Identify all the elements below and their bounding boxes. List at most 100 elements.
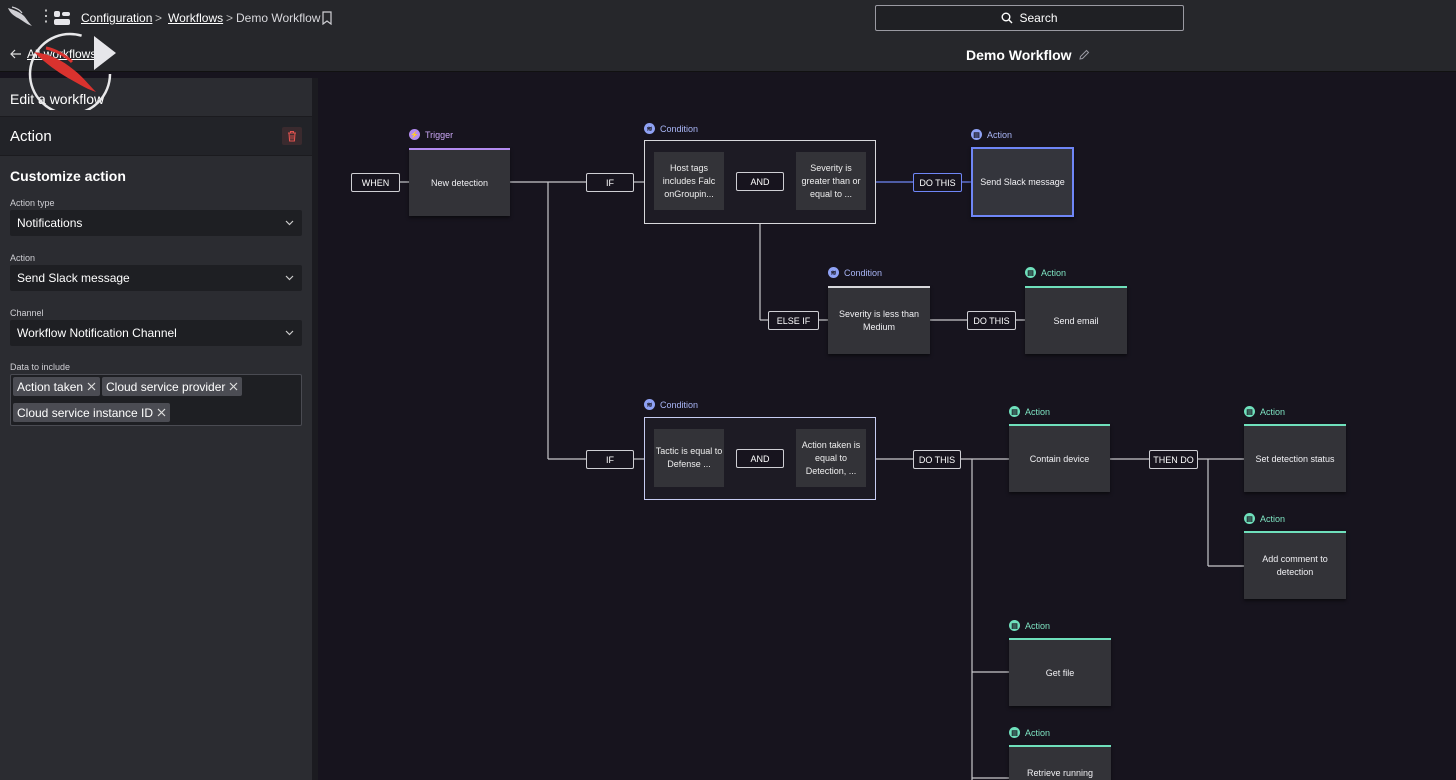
breadcrumb-separator: > — [226, 11, 234, 25]
panel-heading: Edit a workflow — [10, 91, 105, 107]
trigger-node-new-detection[interactable]: New detection — [409, 148, 510, 216]
condition-clause: Host tags includes Falc onGroupin... — [654, 152, 724, 210]
do-this-pill: DO THIS — [913, 450, 961, 469]
chat-icon: ▤ — [1025, 267, 1036, 278]
trigger-label: ⚡ Trigger — [409, 129, 453, 140]
condition-label: ≋ Condition — [644, 399, 698, 410]
search-icon — [1001, 12, 1013, 24]
channel-label: Channel — [10, 308, 44, 318]
action-label: ▤ Action — [1025, 267, 1066, 278]
action-head-text: Action — [1025, 406, 1051, 417]
action-head-text: Action — [1025, 620, 1051, 631]
action-label: ▤ Action — [1244, 406, 1285, 417]
top-bar: ⋮ Configuration > Workflows > Demo Workf… — [0, 0, 1456, 72]
chat-icon: ▤ — [971, 129, 982, 140]
condition-head-text: Condition — [844, 267, 883, 278]
back-label: All workflows — [27, 47, 97, 61]
chip-label: Cloud service instance ID — [17, 405, 154, 420]
workflow-canvas[interactable]: WHEN ⚡ Trigger New detection IF ≋ Condit… — [318, 78, 1456, 780]
action-label: ▤ Action — [1009, 406, 1050, 417]
action-section-header: Action — [0, 116, 312, 156]
condition-head-text: Condition — [660, 399, 699, 410]
chat-icon: ▤ — [1009, 620, 1020, 631]
condition-clause: Tactic is equal to Defense ... — [654, 429, 724, 487]
else-if-pill: ELSE IF — [768, 311, 819, 330]
bookmark-icon[interactable] — [321, 11, 333, 25]
more-menu-icon[interactable]: ⋮ — [38, 8, 54, 25]
section-title: Action — [10, 128, 52, 145]
workflow-title: Demo Workflow — [966, 47, 1090, 63]
condition-head-text: Condition — [660, 123, 699, 134]
customize-action-heading: Customize action — [10, 168, 126, 184]
chip-cloud-service-instance-id: Cloud service instance ID — [13, 403, 171, 422]
chevron-down-icon — [285, 275, 294, 281]
data-to-include-input[interactable]: Action taken Cloud service provider Clou… — [10, 374, 302, 426]
then-do-pill: THEN DO — [1149, 450, 1198, 469]
remove-chip-icon[interactable] — [228, 381, 239, 392]
condition-icon: ≋ — [644, 399, 655, 410]
chip-action-taken: Action taken — [13, 377, 101, 396]
connector-lines — [400, 181, 1244, 780]
breadcrumb-configuration[interactable]: Configuration — [81, 11, 153, 25]
action-node-get-file[interactable]: Get file — [1009, 638, 1111, 706]
action-head-text: Action — [987, 129, 1013, 140]
action-node-send-slack-message[interactable]: Send Slack message — [971, 147, 1074, 217]
action-head-text: Action — [1041, 267, 1067, 278]
panel-resize-handle[interactable] — [312, 78, 318, 780]
action-label: Action — [10, 253, 36, 263]
back-to-workflows-link[interactable]: All workflows — [10, 47, 96, 61]
condition-clause: Action taken is equal to Detection, ... — [796, 429, 866, 487]
delete-action-button[interactable] — [282, 127, 302, 145]
action-label: ▤ Action — [971, 129, 1012, 140]
action-type-label: Action type — [10, 198, 55, 208]
and-pill: AND — [736, 449, 784, 468]
edit-pencil-icon[interactable] — [1078, 49, 1090, 61]
action-label: ▤ Action — [1009, 620, 1050, 631]
chat-icon: ▤ — [1244, 513, 1255, 524]
condition-icon: ≋ — [828, 267, 839, 278]
data-to-include-label: Data to include — [10, 362, 71, 372]
condition-node-1[interactable]: Host tags includes Falc onGroupin... AND… — [644, 140, 876, 224]
action-type-select[interactable]: Notifications — [10, 210, 302, 236]
remove-chip-icon[interactable] — [86, 381, 97, 392]
falcon-logo-icon[interactable] — [6, 4, 34, 28]
action-node-add-comment-to-detection[interactable]: Add comment to detection — [1244, 531, 1346, 599]
action-label: ▤ Action — [1009, 727, 1050, 738]
chip-cloud-service-provider: Cloud service provider — [102, 377, 243, 396]
workflow-title-text: Demo Workflow — [966, 47, 1072, 63]
action-node-set-detection-status[interactable]: Set detection status — [1244, 424, 1346, 492]
channel-value: Workflow Notification Channel — [17, 326, 177, 340]
if-pill: IF — [586, 450, 634, 469]
action-type-value: Notifications — [17, 216, 83, 230]
action-select[interactable]: Send Slack message — [10, 265, 302, 291]
trash-icon — [288, 130, 296, 142]
condition-icon: ≋ — [644, 123, 655, 134]
and-pill: AND — [736, 172, 784, 191]
arrow-left-icon — [10, 49, 21, 59]
chevron-down-icon — [285, 220, 294, 226]
channel-select[interactable]: Workflow Notification Channel — [10, 320, 302, 346]
search-button[interactable]: Search — [875, 5, 1184, 31]
breadcrumb-current: Demo Workflow — [236, 11, 321, 25]
action-head-text: Action — [1260, 513, 1286, 524]
chat-icon: ▤ — [1009, 406, 1020, 417]
breadcrumb-workflows[interactable]: Workflows — [168, 11, 224, 25]
do-this-pill: DO THIS — [967, 311, 1016, 330]
action-head-text: Action — [1260, 406, 1286, 417]
action-node-contain-device[interactable]: Contain device — [1009, 424, 1110, 492]
condition-node-3[interactable]: Tactic is equal to Defense ... AND Actio… — [644, 417, 876, 500]
action-node-retrieve-running[interactable]: Retrieve running — [1009, 745, 1111, 780]
action-node-send-email[interactable]: Send email — [1025, 286, 1127, 354]
chevron-down-icon — [285, 330, 294, 336]
if-pill: IF — [586, 173, 634, 192]
condition-node-severity-less-than-medium[interactable]: Severity is less than Medium — [828, 286, 930, 354]
trigger-head-text: Trigger — [425, 129, 454, 140]
apps-menu-icon[interactable] — [54, 10, 70, 26]
when-pill: WHEN — [351, 173, 400, 192]
chat-icon: ▤ — [1009, 727, 1020, 738]
remove-chip-icon[interactable] — [156, 407, 167, 418]
do-this-pill: DO THIS — [913, 173, 962, 192]
condition-label: ≋ Condition — [828, 267, 882, 278]
chip-label: Cloud service provider — [106, 379, 226, 394]
action-label: ▤ Action — [1244, 513, 1285, 524]
